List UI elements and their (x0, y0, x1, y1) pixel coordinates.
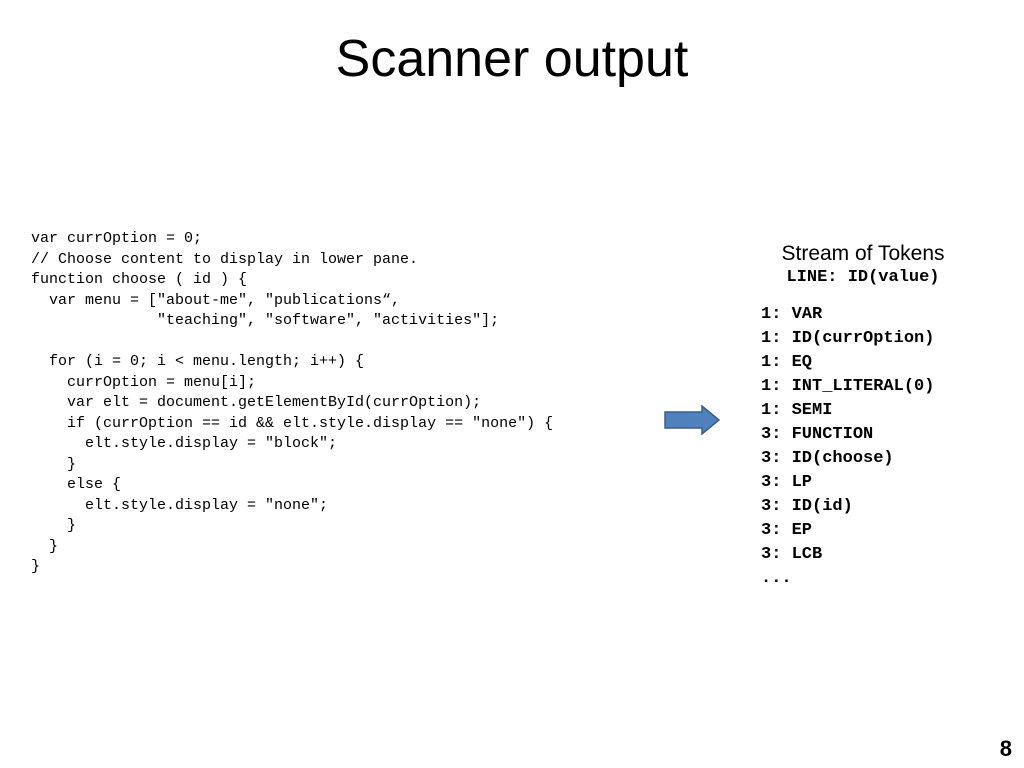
code-line: function choose ( id ) { (31, 271, 248, 288)
code-line: elt.style.display = "none"; (31, 496, 329, 514)
token-item: 3: LP (761, 473, 813, 492)
token-item: 3: ID(choose) (761, 449, 894, 468)
token-item: 1: EQ (761, 353, 813, 372)
code-listing: var currOption = 0; // Choose content to … (31, 229, 553, 578)
code-line: "teaching", "software", "activities"]; (31, 312, 500, 329)
right-arrow-shape (664, 405, 720, 435)
tokens-heading-title: Stream of Tokens (781, 242, 945, 265)
tokens-format-label: LINE: ID(value) (786, 268, 940, 287)
code-line: var currOption = 0; (31, 230, 203, 247)
code-line: currOption = menu[i]; (31, 373, 257, 391)
token-item: 1: ID(currOption) (761, 329, 935, 348)
code-line: // Choose content to display in lower pa… (31, 250, 419, 268)
token-item: 1: INT_LITERAL(0) (761, 377, 935, 396)
token-item: 1: VAR (761, 305, 823, 324)
code-line: } (31, 537, 59, 555)
code-line: } (31, 558, 41, 575)
code-line: var elt = document.getElementById(currOp… (31, 394, 482, 411)
tokens-heading: Stream of Tokens LINE: ID(value) (760, 240, 966, 289)
token-item: 3: FUNCTION (761, 425, 874, 444)
token-item: 3: ID(id) (761, 497, 853, 516)
code-line: else { (31, 476, 122, 493)
slide-title: Scanner output (335, 30, 689, 88)
token-item-ellipsis: ... (761, 569, 792, 588)
page-number: 8 (999, 736, 1012, 761)
token-item: 1: SEMI (761, 401, 833, 420)
code-line: for (i = 0; i < menu.length; i++) { (31, 353, 365, 370)
code-line: } (31, 455, 77, 473)
code-line: } (31, 517, 77, 534)
code-line: var menu = ["about-me", "publications“, (31, 291, 401, 309)
code-line: if (currOption == id && elt.style.displa… (31, 414, 554, 432)
token-item: 3: LCB (761, 545, 823, 564)
token-list: 1: VAR 1: ID(currOption) 1: EQ 1: INT_LI… (761, 303, 934, 591)
code-line (31, 332, 553, 353)
code-line: elt.style.display = "block"; (31, 435, 338, 452)
token-item: 3: EP (761, 521, 813, 540)
right-arrow-icon (664, 405, 720, 435)
